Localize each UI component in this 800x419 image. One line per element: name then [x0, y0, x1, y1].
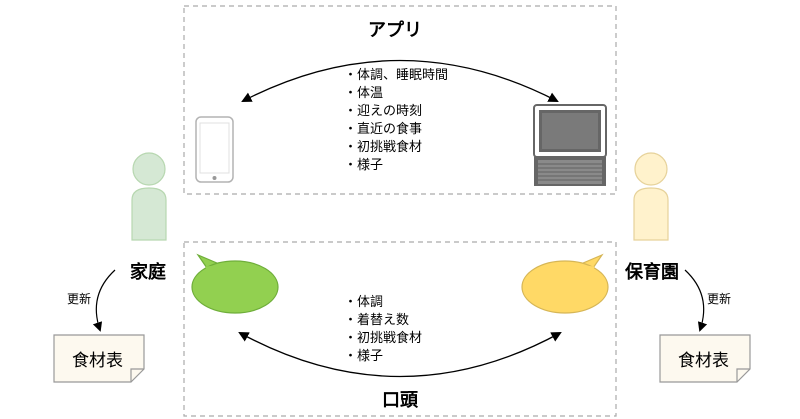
list-item: ・初挑戦食材 [344, 331, 423, 346]
list-item: ・迎えの時刻 [344, 104, 423, 119]
home-document-label: 食材表 [72, 351, 123, 371]
app-section-title: アプリ [368, 20, 422, 41]
smartphone-icon [195, 116, 234, 183]
oral-section-title: 口頭 [382, 390, 418, 411]
list-item: ・初挑戦食材 [344, 140, 423, 155]
nursery-document-icon [659, 334, 751, 383]
list-item: ・体温 [344, 86, 384, 101]
oral-section-box [183, 241, 617, 417]
oral-double-arrow [238, 332, 562, 378]
app-double-arrow [241, 59, 559, 102]
list-item: ・様子 [344, 349, 384, 364]
nursery-label: 保育園 [625, 262, 679, 283]
home-speech-bubble [191, 253, 279, 314]
home-update-arrow [92, 269, 116, 332]
oral-item-list: ・体調 ・着替え数 ・初挑戦食材 ・様子 [344, 294, 422, 366]
laptop-icon [533, 104, 607, 186]
nursery-update-arrow [684, 269, 708, 332]
list-item: ・様子 [344, 158, 384, 173]
home-update-label: 更新 [67, 292, 92, 306]
list-item: ・着替え数 [344, 313, 410, 328]
home-person-icon [131, 152, 167, 241]
home-label: 家庭 [130, 262, 166, 283]
app-section-box [183, 5, 617, 195]
nursery-person-icon [633, 152, 669, 241]
list-item: ・体調、睡眠時間 [344, 68, 449, 83]
app-item-list: ・体調、睡眠時間 ・体温 ・迎えの時刻 ・直近の食事 ・初挑戦食材 ・様子 [344, 67, 448, 175]
nursery-update-label: 更新 [707, 292, 732, 306]
list-item: ・体調 [344, 295, 384, 310]
home-document-icon [53, 334, 145, 383]
nursery-speech-bubble [521, 253, 609, 314]
list-item: ・直近の食事 [344, 122, 423, 137]
nursery-document-label: 食材表 [678, 351, 729, 371]
